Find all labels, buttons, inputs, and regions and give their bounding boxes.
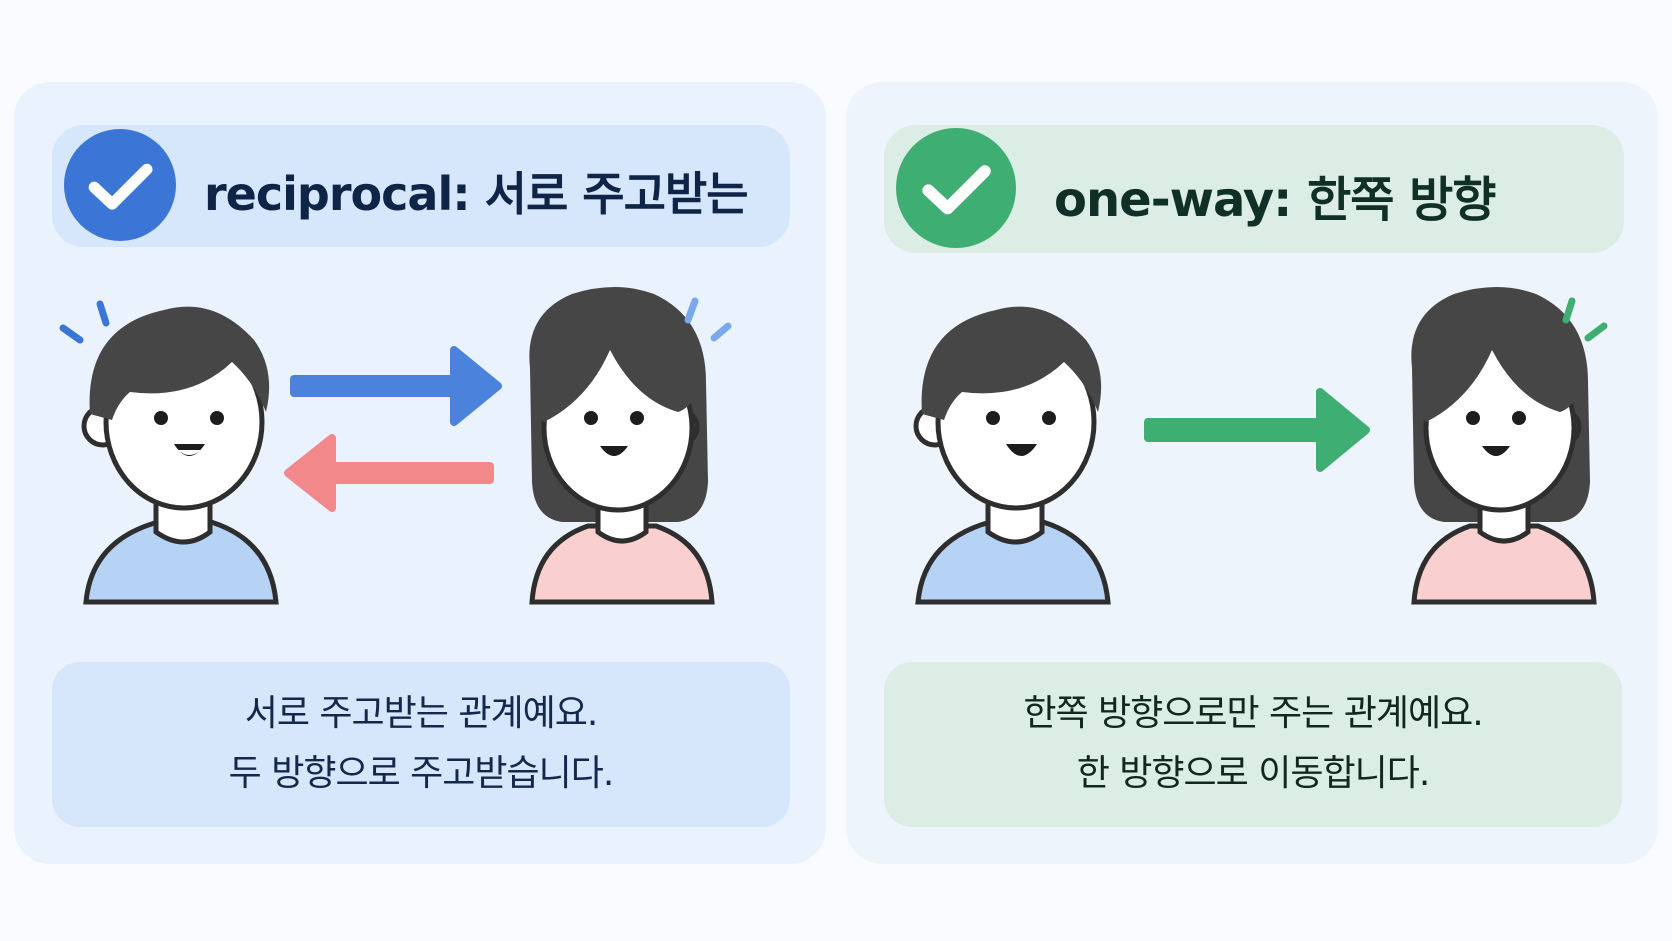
caption-box: 한쪽 방향으로만 주는 관계예요. 한 방향으로 이동합니다. bbox=[884, 662, 1622, 827]
sparkle-icon bbox=[684, 297, 732, 342]
panel-title: one-way: 한쪽 방향 bbox=[1054, 172, 1496, 228]
caption-line-1: 한쪽 방향으로만 주는 관계예요. bbox=[1023, 693, 1483, 734]
caption-line-1: 서로 주고받는 관계예요. bbox=[244, 693, 599, 734]
girl-avatar bbox=[529, 287, 715, 605]
arrow-left-icon bbox=[284, 434, 494, 512]
reciprocal-scene bbox=[14, 82, 826, 864]
panel-title: reciprocal: 서로 주고받는 bbox=[204, 167, 749, 221]
check-icon bbox=[896, 128, 1016, 248]
boy-avatar bbox=[913, 306, 1111, 605]
check-icon bbox=[64, 129, 176, 241]
caption-line-2: 한 방향으로 이동합니다. bbox=[1076, 753, 1431, 794]
boy-avatar bbox=[81, 306, 279, 605]
arrow-right-icon bbox=[1144, 388, 1370, 472]
one-way-card: one-way: 한쪽 방향 bbox=[846, 82, 1658, 864]
reciprocal-card: reciprocal: 서로 주고받는 bbox=[14, 82, 826, 864]
caption-line-2: 두 방향으로 주고받습니다. bbox=[228, 753, 615, 794]
sparkle-icon bbox=[1562, 297, 1608, 342]
girl-avatar bbox=[1411, 287, 1597, 605]
caption-box: 서로 주고받는 관계예요. 두 방향으로 주고받습니다. bbox=[52, 662, 790, 827]
one-way-scene bbox=[846, 82, 1658, 864]
arrow-right-icon bbox=[290, 346, 502, 426]
sparkle-icon bbox=[59, 300, 110, 344]
